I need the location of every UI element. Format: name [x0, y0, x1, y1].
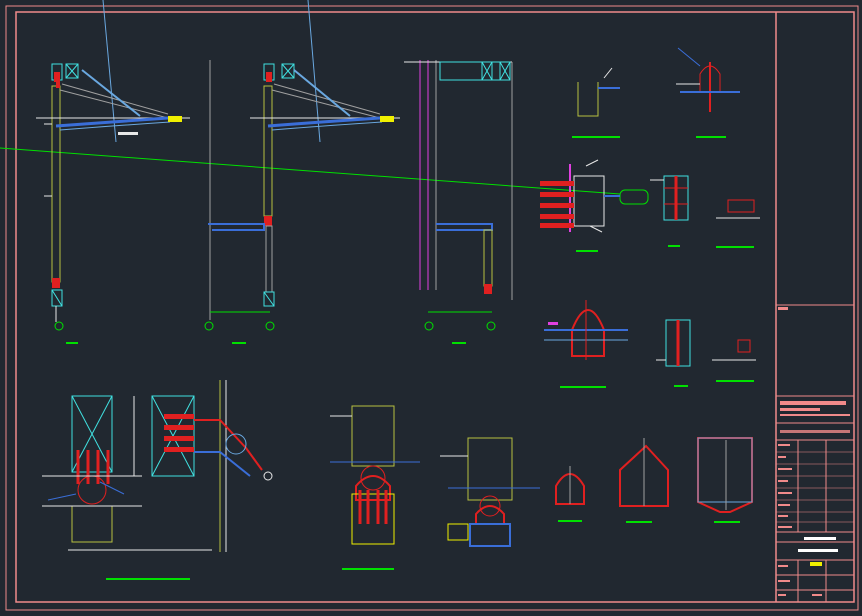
title-block-marks: [778, 307, 850, 596]
detail-pedestal-h: [330, 405, 420, 570]
detail-plate-d: [716, 199, 760, 248]
leader-lines: [47, 83, 700, 501]
detail-base-assembly: [42, 380, 273, 580]
detail-saddle-k: [619, 438, 669, 523]
detail-bolted-connection: [540, 159, 649, 252]
detail-hopper-l: [697, 437, 753, 523]
detail-saddle-j: [555, 466, 585, 522]
title-block-highlight-bar: [780, 401, 846, 405]
detail-column-c: [663, 175, 689, 247]
detail-plate-g: [712, 339, 756, 382]
detail-pedestal-i: [447, 437, 540, 547]
drawing-frame: [5, 5, 859, 611]
detail-arch-e: [544, 300, 628, 388]
detail-column-f: [665, 319, 691, 387]
title-block: [775, 12, 854, 602]
section-detail-2: [204, 60, 400, 344]
detail-bracket-b: [677, 47, 740, 138]
section-detail-1: [36, 63, 190, 344]
title-block-yellow-bar: [810, 562, 822, 566]
detail-angle-a: [572, 67, 620, 138]
section-detail-3: [404, 60, 513, 344]
title-block-white-bar: [804, 537, 836, 540]
